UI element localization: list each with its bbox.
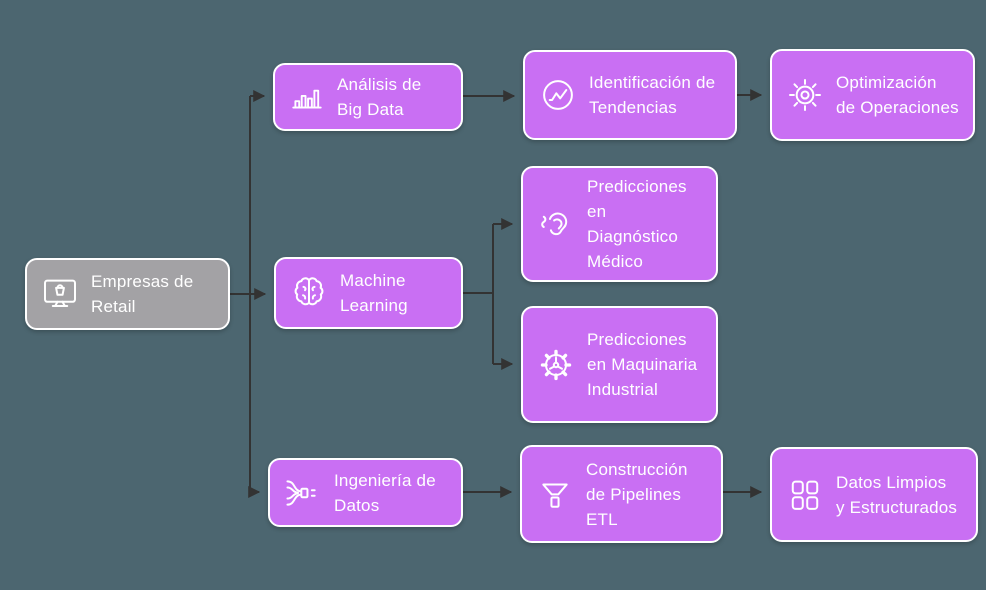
node-predicciones-diagnostico-medico: Predicciones en Diagnóstico Médico: [521, 166, 718, 282]
grid-panels-icon: [785, 475, 825, 515]
node-identificacion-de-tendencias: Identificación de Tendencias: [523, 50, 737, 140]
node-label: Machine Learning: [340, 271, 408, 315]
node-construccion-pipelines-etl: Construcción de Pipelines ETL: [520, 445, 723, 543]
node-label: Ingeniería de Datos: [334, 470, 436, 515]
node-label: Construcción de Pipelines ETL: [586, 459, 688, 529]
node-empresas-de-retail: Empresas de Retail: [25, 258, 230, 330]
trend-circle-icon: [538, 75, 578, 115]
funnel-icon: [535, 474, 575, 514]
node-optimizacion-de-operaciones: Optimización de Operaciones: [770, 49, 975, 141]
node-label: Empresas de Retail: [91, 272, 194, 316]
node-label: Datos Limpios y Estructurados: [836, 472, 958, 517]
node-label: Predicciones en Maquinaria Industrial: [587, 330, 698, 399]
node-predicciones-maquinaria-industrial: Predicciones en Maquinaria Industrial: [521, 306, 718, 423]
node-label: Optimización de Operaciones: [836, 73, 959, 117]
bar-chart-icon: [288, 78, 326, 116]
node-ingenieria-de-datos: Ingeniería de Datos: [268, 458, 463, 527]
node-analisis-de-big-data: Análisis de Big Data: [273, 63, 463, 131]
node-label: Identificación de Tendencias: [589, 73, 716, 117]
pipeline-merge-icon: [283, 473, 323, 513]
node-machine-learning: Machine Learning: [274, 257, 463, 329]
brain-icon: [289, 273, 329, 313]
ear-icon: [536, 204, 576, 244]
gear-triangle-icon: [536, 345, 576, 385]
node-datos-limpios-estructurados: Datos Limpios y Estructurados: [770, 447, 978, 542]
node-label: Predicciones en Diagnóstico Médico: [587, 177, 687, 271]
sun-gear-icon: [785, 75, 825, 115]
monitor-shopping-icon: [40, 274, 80, 314]
node-label: Análisis de Big Data: [337, 75, 422, 119]
